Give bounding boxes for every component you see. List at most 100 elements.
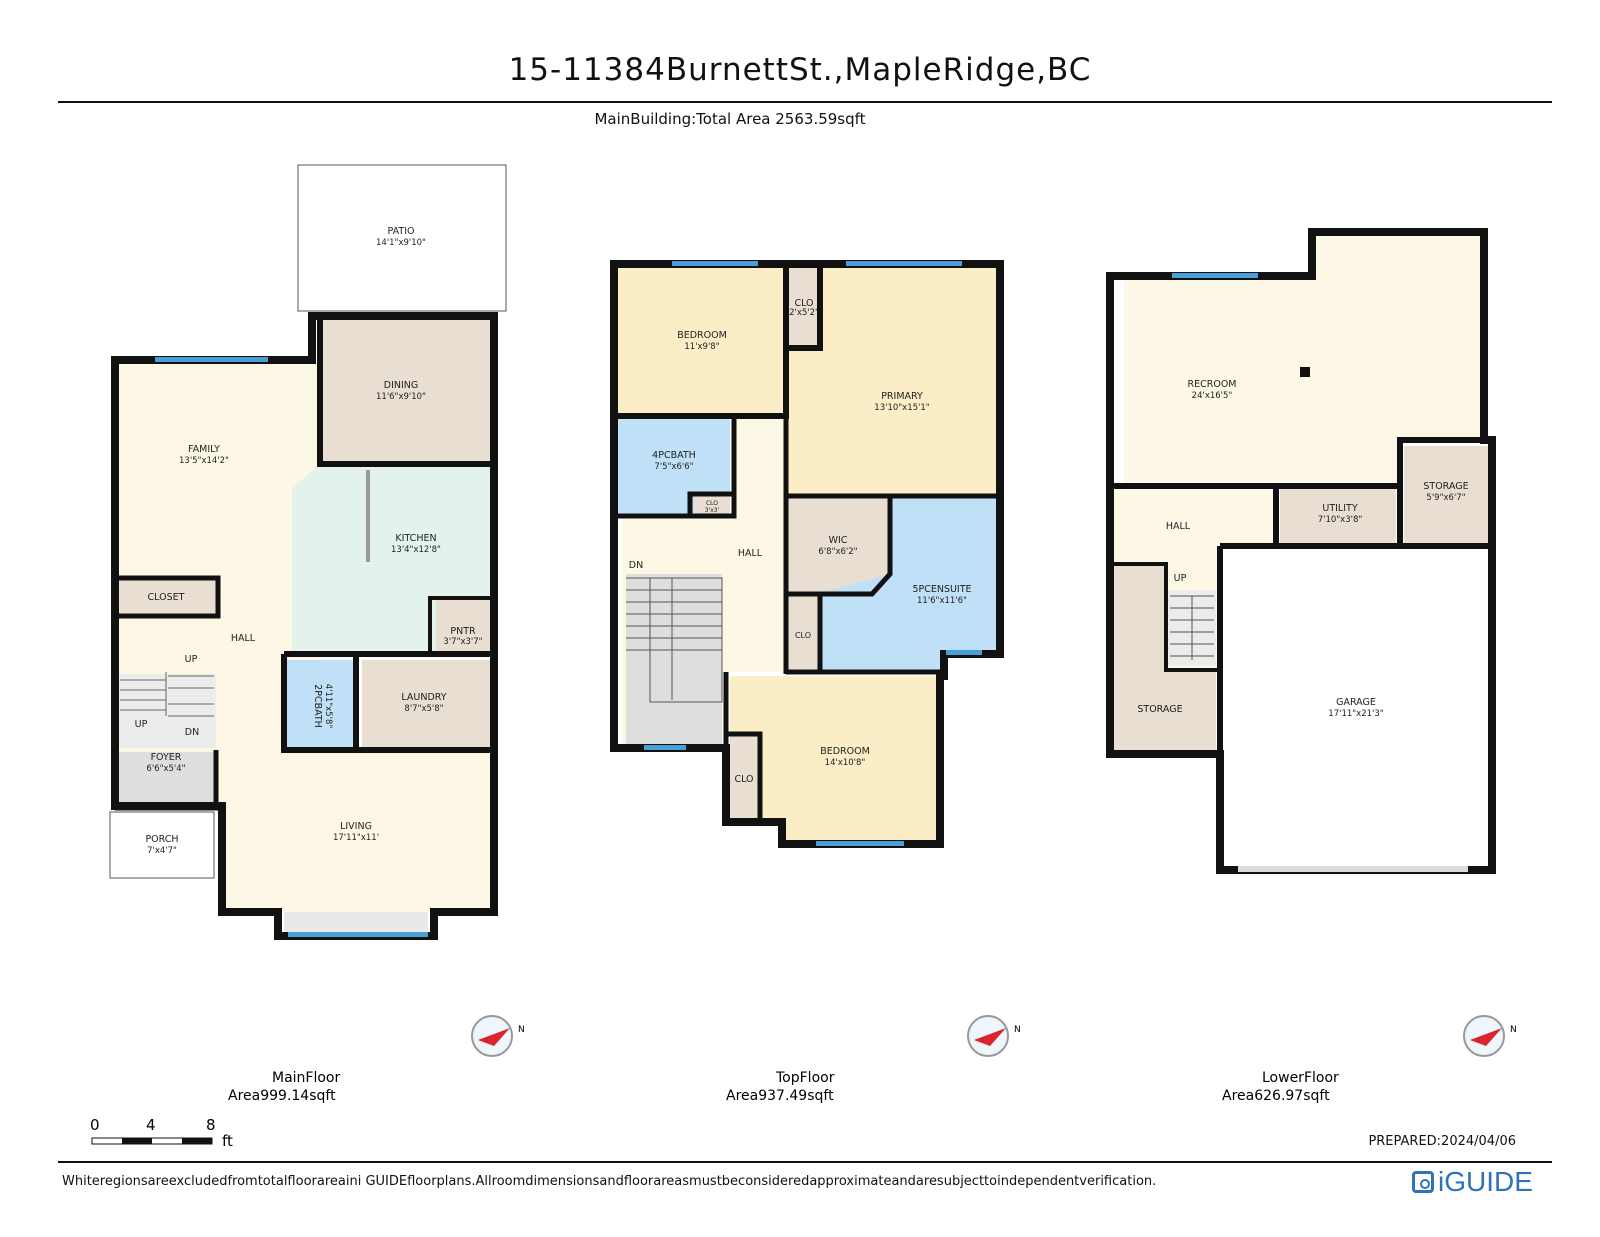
room-label: 2PCBATH (312, 684, 323, 728)
stairs-fill (118, 674, 216, 748)
iguide-logo: iGUIDE (1412, 1166, 1533, 1198)
room-label: FOYER (151, 752, 182, 763)
bedroom-2-walls (723, 672, 763, 822)
main-stairs (120, 672, 214, 717)
room-label: DINING (384, 380, 419, 391)
room-label: PRIMARY (881, 391, 923, 402)
wic-fill (788, 498, 888, 592)
porch-area (109, 811, 215, 879)
room-dimension: 6'6"x5'4" (146, 764, 185, 774)
compass-north-label: N (518, 1025, 525, 1035)
title-divider (58, 101, 1552, 103)
room-label: HALL (738, 548, 763, 559)
top-window (644, 745, 686, 750)
room-label: UTILITY (1322, 503, 1357, 514)
room-label: FAMILY (188, 444, 220, 455)
total-area-subtitle: MainBuilding:Total Area 2563.59sqft (594, 110, 866, 128)
lower-stairs (1170, 595, 1214, 660)
closet-fill (118, 580, 216, 614)
stair-label: UP (185, 654, 198, 665)
recroom-column (1300, 367, 1310, 377)
family-window (155, 357, 268, 362)
room-dimension: 17'11"x21'3" (1328, 709, 1383, 719)
bath-walls (614, 416, 737, 519)
room-label: PATIO (388, 226, 415, 237)
compass-top: N (967, 1015, 1021, 1057)
top-stairs-fill (626, 574, 722, 744)
room-dimension: 24'x16'5" (1192, 391, 1233, 401)
room-dimension: 5'9"x6'7" (1426, 493, 1465, 503)
room-dimension: 8'7"x5'8" (404, 704, 443, 714)
lower-floor-name: LowerFloor (1262, 1070, 1339, 1086)
room-label: CLO (734, 774, 753, 785)
stair-label: UP (135, 719, 148, 730)
kitchen-island (366, 470, 370, 562)
room-dimension: 17'11"x11' (333, 833, 379, 843)
clo-3-fill (788, 596, 818, 672)
storage-1-fill (1404, 446, 1488, 544)
room-label: LIVING (340, 821, 372, 832)
room-label: BEDROOM (820, 746, 870, 757)
top-floor-area: Area937.49sqft (726, 1088, 834, 1104)
room-dimension: 7'10"x3'8" (1318, 515, 1363, 525)
room-dimension: 7'5"x6'6" (654, 462, 693, 472)
room-label: HALL (1166, 521, 1191, 532)
recroom-fill (1124, 236, 1480, 482)
top-floor-plan: BEDROOM 11'x9'8" CLO 2'x5'2" PRIMARY 13'… (610, 260, 1004, 848)
top-window (846, 261, 962, 266)
scale-tick-label: 4 (146, 1116, 156, 1134)
top-window (946, 650, 982, 655)
stair-label: DN (629, 560, 643, 571)
room-dimension: 13'10"x15'1" (874, 403, 929, 413)
room-dimension: 14'1"x9'10" (376, 238, 426, 248)
room-dimension: 7'x4'7" (147, 846, 177, 856)
room-dimension: 13'4"x12'8" (391, 545, 441, 555)
room-dimension: 4'11"x5'8" (323, 684, 333, 729)
iguide-logo-text: iGUIDE (1438, 1166, 1533, 1197)
room-label: CLO (706, 500, 718, 507)
scale-bar: 0 4 8 ft (90, 1116, 233, 1150)
room-label: CLO (794, 298, 813, 309)
room-label: 4PCBATH (652, 450, 696, 461)
ensuite-fill (822, 498, 996, 672)
living-bay (284, 912, 428, 932)
room-label: STORAGE (1423, 481, 1468, 492)
utility-fill (1280, 488, 1396, 544)
main-floor-name: MainFloor (272, 1070, 340, 1086)
room-dimension: 11'6"x9'10" (376, 392, 426, 402)
prepared-date: PREPARED:2024/04/06 (1368, 1134, 1516, 1149)
room-dimension: 11'x9'8" (684, 342, 719, 352)
top-window (672, 261, 758, 266)
lower-window (1172, 273, 1258, 278)
room-label: PORCH (145, 834, 178, 845)
foyer-walls (115, 750, 219, 811)
bedroom-2-fill (730, 676, 936, 840)
storage-2-fill (1114, 564, 1216, 752)
dining-wall (317, 316, 490, 467)
pantry-walls (428, 596, 490, 654)
room-dimension: 6'8"x6'2" (818, 547, 857, 557)
patio-area (297, 164, 507, 312)
room-label: CLOSET (148, 592, 185, 603)
room-dimension: 3'x3' (705, 507, 720, 514)
pantry-fill (436, 600, 490, 654)
compass-lower: N (1463, 1015, 1517, 1057)
dining-room-fill (320, 320, 490, 464)
top-floor-name: TopFloor (775, 1070, 835, 1086)
scale-unit: ft (222, 1132, 233, 1150)
page-title: 15-11384BurnettSt.,MapleRidge,BC (508, 52, 1092, 88)
closet-walls (115, 575, 221, 619)
room-label: GARAGE (1336, 697, 1376, 708)
room-label: STORAGE (1137, 704, 1182, 715)
garage-door (1238, 866, 1468, 872)
iguide-logo-icon (1412, 1171, 1434, 1193)
room-label: WIC (829, 535, 848, 546)
disclaimer-text: Whiteregionsareexcludedfromtotalfloorare… (62, 1174, 1157, 1189)
room-dimension: 13'5"x14'2" (179, 456, 229, 466)
laundry-fill (362, 660, 490, 748)
room-label: LAUNDRY (401, 692, 446, 703)
stair-label: DN (185, 727, 199, 738)
room-dimension: 2'x5'2" (789, 308, 819, 318)
room-label: CLO (795, 631, 811, 640)
room-label: HALL (231, 633, 256, 644)
